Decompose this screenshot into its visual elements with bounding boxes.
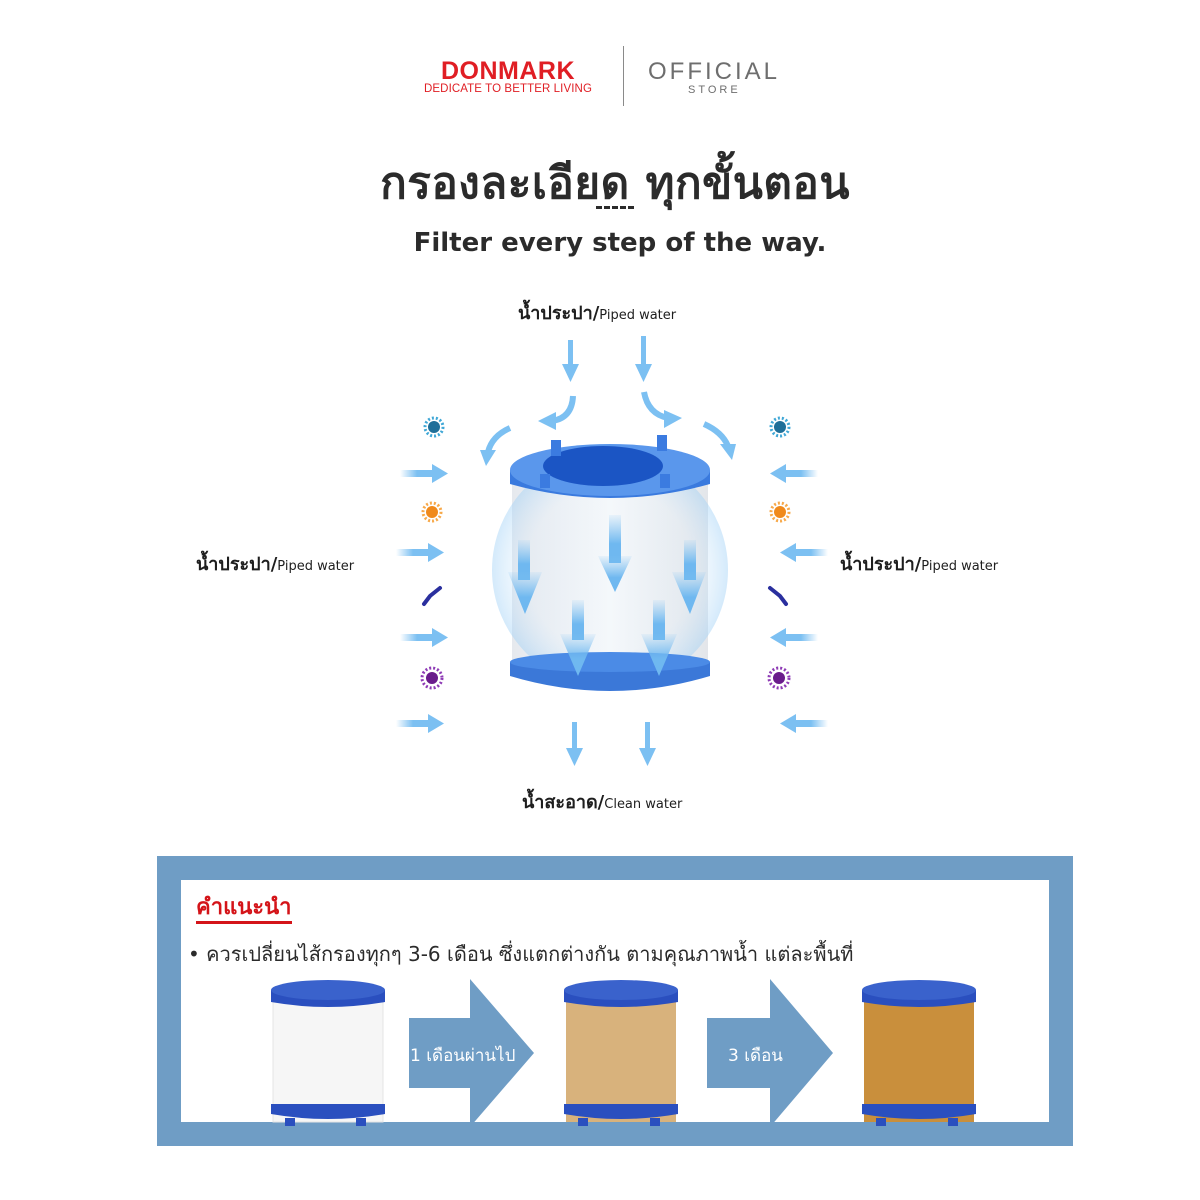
blue-germ-icon xyxy=(769,416,791,438)
arrow-down-icon xyxy=(566,722,656,766)
inlet-right-english: Piped water xyxy=(921,559,999,574)
advice-text: • ควรเปลี่ยนไส้กรองทุกๆ 3-6 เดือน ซึ่งแต… xyxy=(188,942,854,966)
outlet-english: Clean water xyxy=(604,797,683,812)
filter-diagram xyxy=(396,336,828,766)
stage-arrow-label-1: 1 เดือนผ่านไป xyxy=(410,1046,516,1066)
purple-germ-icon xyxy=(420,666,444,690)
page-title-thai: กรองละเอียด ทุกขั้นตอน xyxy=(380,158,850,209)
orange-germ-icon xyxy=(769,501,791,523)
orange-germ-icon xyxy=(421,501,443,523)
arrow-right-icon xyxy=(409,979,534,1127)
filter-new-image xyxy=(271,980,385,1126)
filter-cartridge-image xyxy=(492,435,728,691)
page-title-english: Filter every step of the way. xyxy=(413,228,827,258)
brand-tagline: DEDICATE TO BETTER LIVING xyxy=(423,83,592,95)
store-label: STORE xyxy=(688,84,741,96)
inlet-top-label: น้ำประปา/Piped water xyxy=(518,298,676,327)
filter-1-month-image xyxy=(564,980,678,1126)
navy-worm-icon xyxy=(422,586,442,606)
outlet-bottom-label: น้ำสะอาด/Clean water xyxy=(522,787,682,816)
outlet-thai: น้ำสะอาด/ xyxy=(522,792,605,813)
header-divider xyxy=(623,46,624,106)
inlet-top-thai: น้ำประปา/ xyxy=(518,303,600,324)
inlet-top-english: Piped water xyxy=(599,308,677,323)
official-label: OFFICIAL xyxy=(648,58,781,85)
inlet-right-thai: น้ำประปา/ xyxy=(840,554,922,575)
blue-germ-icon xyxy=(423,416,445,438)
arrow-down-icon xyxy=(562,336,652,382)
navy-worm-icon xyxy=(768,586,788,606)
advice-title: คำแนะนำ xyxy=(196,895,292,925)
inlet-right-label: น้ำประปา/Piped water xyxy=(840,549,998,578)
arrow-right-icon xyxy=(707,979,833,1127)
inlet-left-label: น้ำประปา/Piped water xyxy=(196,549,354,578)
arrow-left-icon xyxy=(770,464,828,733)
arrow-right-icon xyxy=(396,464,448,733)
brand-logo: DONMARK xyxy=(440,57,576,85)
title-underline-dash xyxy=(596,206,634,209)
filter-3-months-image xyxy=(862,980,976,1126)
inlet-left-thai: น้ำประปา/ xyxy=(196,554,278,575)
inlet-left-english: Piped water xyxy=(277,559,355,574)
stage-arrow-label-2: 3 เดือน xyxy=(728,1046,783,1066)
purple-germ-icon xyxy=(767,666,791,690)
